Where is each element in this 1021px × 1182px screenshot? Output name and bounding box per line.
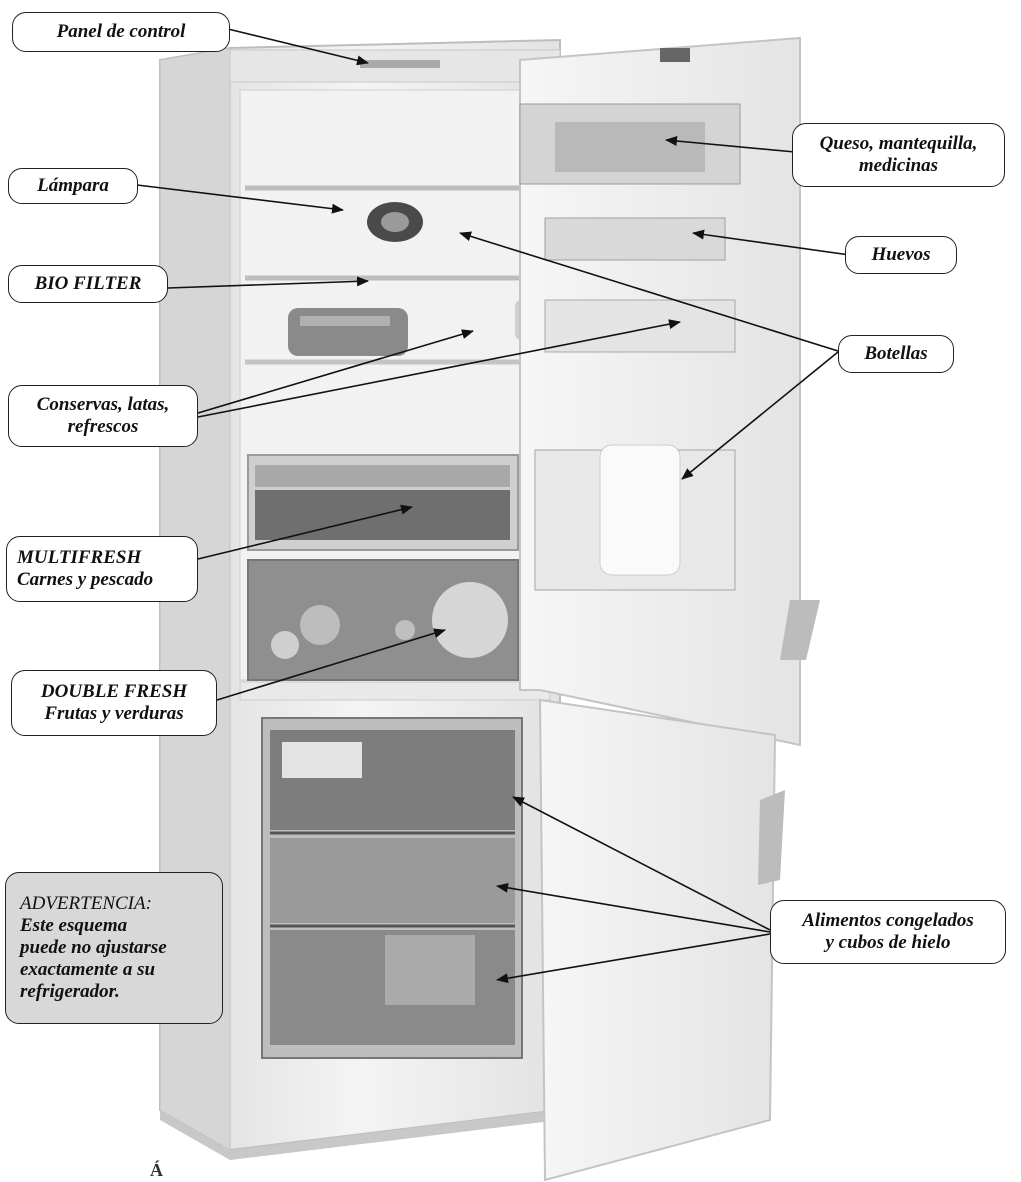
label-line: Queso, mantequilla, xyxy=(819,133,978,154)
label-line: Lámpara xyxy=(37,175,109,196)
label-botellas: Botellas xyxy=(838,335,954,373)
label-queso-mantequilla-medicinas: Queso, mantequilla, medicinas xyxy=(792,123,1005,187)
leader-arrows xyxy=(136,28,851,984)
warning-line: Este esquema xyxy=(20,915,128,936)
label-lampara: Lámpara xyxy=(8,168,138,204)
arrow-lampara xyxy=(136,184,344,214)
bottom-mark: Á xyxy=(150,1160,163,1180)
label-line: Conservas, latas, xyxy=(36,394,170,415)
label-line: Alimentos congelados xyxy=(802,910,974,931)
door-bin-bottles-small xyxy=(544,299,736,353)
label-huevos: Huevos xyxy=(845,236,957,274)
label-line: Huevos xyxy=(871,244,931,265)
arrow-botellas-1 xyxy=(459,231,839,352)
warning-line: puede no ajustarse xyxy=(20,937,167,958)
label-line: refrescos xyxy=(67,416,139,437)
arrow-queso xyxy=(665,136,796,153)
label-bio-filter: BIO FILTER xyxy=(8,265,168,303)
label-multifresh: MULTIFRESH Carnes y pescado xyxy=(6,536,198,602)
lower-door xyxy=(538,698,777,1182)
label-line: Panel de control xyxy=(56,21,186,42)
fridge-illustration xyxy=(159,36,820,1182)
label-line: MULTIFRESH xyxy=(17,547,142,568)
arrow-congelados-3 xyxy=(496,933,771,984)
label-line: medicinas xyxy=(858,155,939,176)
label-line: Frutas y verduras xyxy=(44,703,184,724)
label-line: y cubos de hielo xyxy=(825,932,951,953)
warning-box: ADVERTENCIA: Este esquema puede no ajust… xyxy=(5,872,223,1024)
arrow-panel-control xyxy=(227,28,369,66)
arrow-congelados-2 xyxy=(496,882,771,933)
arrow-congelados-1 xyxy=(512,796,771,931)
label-alimentos-congelados: Alimentos congelados y cubos de hielo xyxy=(770,900,1006,964)
label-conservas-latas-refrescos: Conservas, latas, refrescos xyxy=(8,385,198,447)
label-line: DOUBLE FRESH xyxy=(40,681,188,702)
arrow-bio-filter xyxy=(167,276,369,289)
arrow-multifresh xyxy=(197,504,413,560)
label-line: Carnes y pescado xyxy=(17,569,154,590)
label-panel-control: Panel de control xyxy=(12,12,230,52)
label-line: Botellas xyxy=(864,343,928,364)
warning-line: refrigerador. xyxy=(20,981,120,1002)
arrow-double-fresh xyxy=(216,628,446,701)
arrow-conservas-2 xyxy=(197,319,681,418)
arrow-botellas-2 xyxy=(681,351,839,480)
warning-title: ADVERTENCIA: xyxy=(20,893,152,914)
door-bin-eggs xyxy=(544,217,726,261)
arrow-huevos xyxy=(692,229,851,256)
label-line: BIO FILTER xyxy=(34,273,142,294)
warning-line: exactamente a su xyxy=(20,959,156,980)
arrow-conservas-1 xyxy=(197,329,474,414)
label-double-fresh: DOUBLE FRESH Frutas y verduras xyxy=(11,670,217,736)
